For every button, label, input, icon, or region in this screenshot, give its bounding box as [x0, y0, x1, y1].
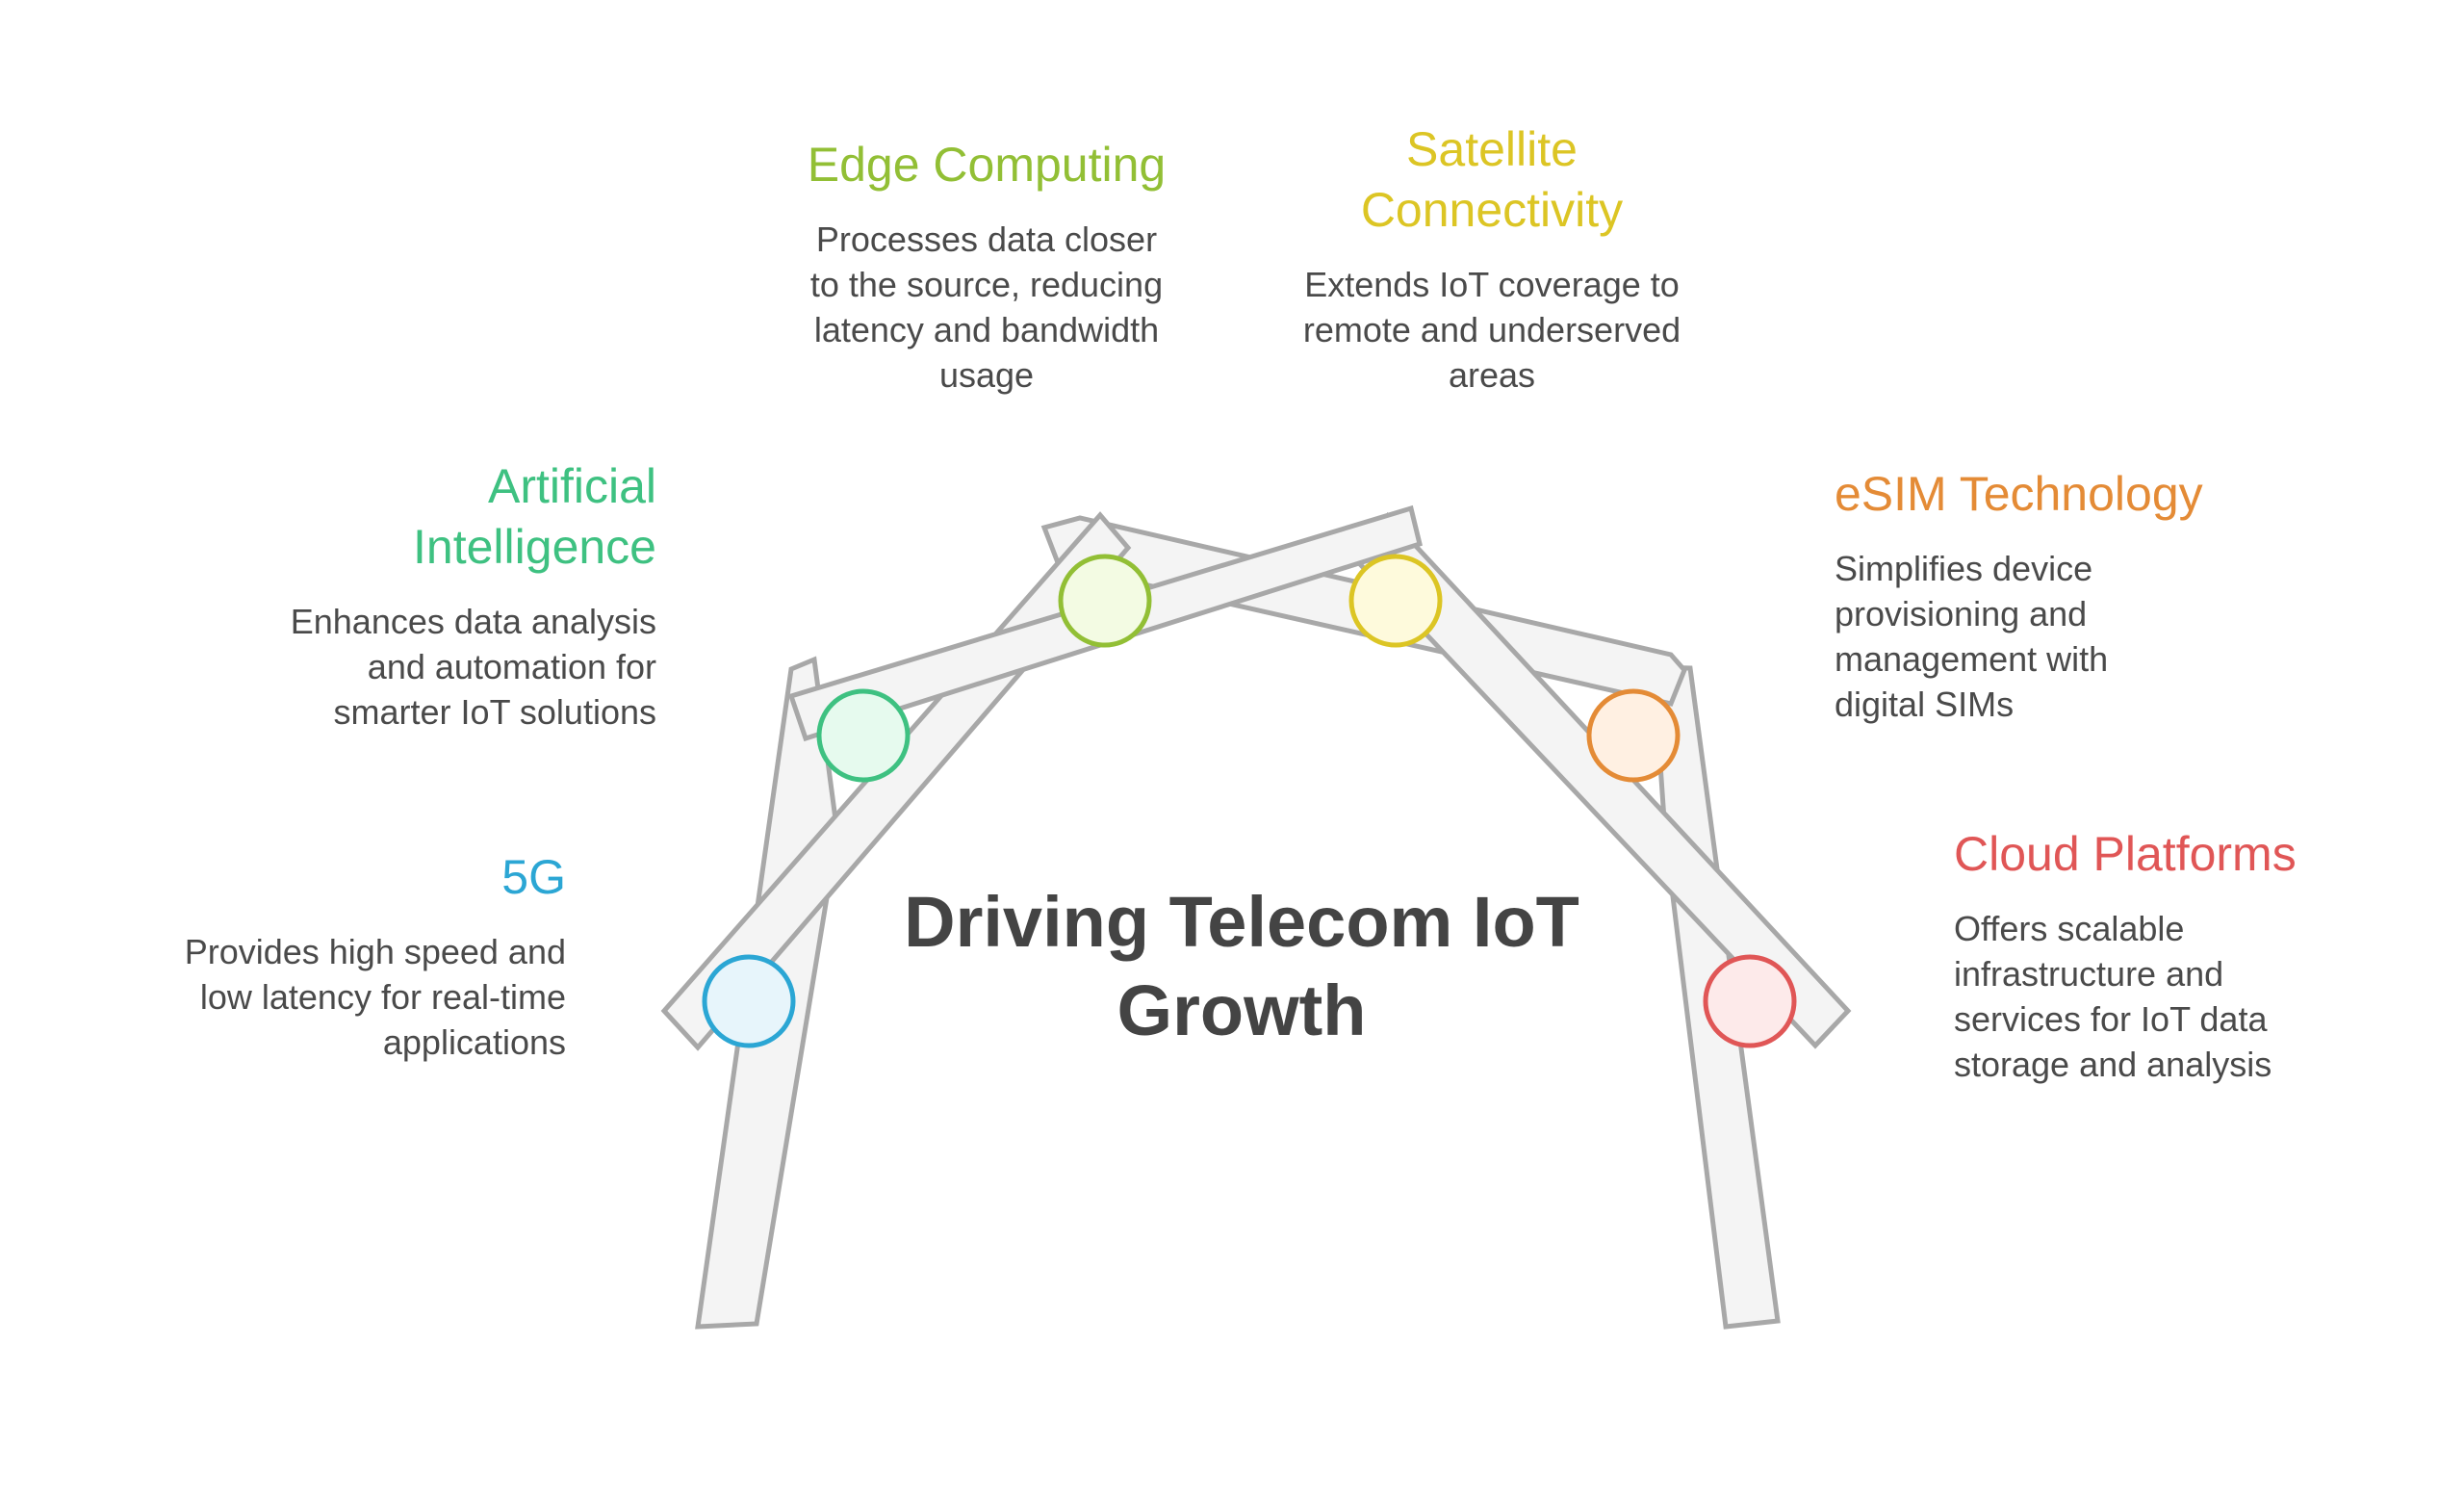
block-artificial-intelligence: Artificial Intelligence Enhances data an…: [250, 456, 656, 735]
block-esim-technology: eSIM Technology Simplifies device provis…: [1835, 464, 2258, 727]
block-edge-computing: Edge Computing Processes data closer to …: [789, 135, 1184, 398]
node-5g: [702, 954, 796, 1048]
title-5g: 5G: [501, 850, 566, 904]
desc-artificial-intelligence: Enhances data analysis and automation fo…: [290, 602, 656, 732]
node-cloud-platforms: [1703, 954, 1797, 1048]
title-esim-technology: eSIM Technology: [1835, 467, 2203, 521]
block-cloud-platforms: Cloud Platforms Offers scalable infrastr…: [1954, 824, 2358, 1087]
block-5g: 5G Provides high speed and low latency f…: [135, 847, 566, 1065]
desc-esim-technology: Simplifies device provisioning and manag…: [1835, 549, 2109, 724]
desc-satellite-connectivity: Extends IoT coverage to remote and under…: [1302, 265, 1681, 395]
node-satellite-connectivity: [1348, 554, 1443, 648]
desc-5g: Provides high speed and low latency for …: [184, 932, 566, 1062]
title-satellite-connectivity: Satellite Connectivity: [1360, 122, 1624, 237]
title-artificial-intelligence: Artificial Intelligence: [413, 459, 656, 574]
node-artificial-intelligence: [816, 688, 911, 783]
title-edge-computing: Edge Computing: [807, 138, 1167, 192]
desc-edge-computing: Processes data closer to the source, red…: [809, 220, 1164, 395]
title-cloud-platforms: Cloud Platforms: [1954, 827, 2297, 881]
desc-cloud-platforms: Offers scalable infrastructure and servi…: [1954, 909, 2272, 1084]
node-esim-technology: [1586, 688, 1681, 783]
node-edge-computing: [1058, 554, 1152, 648]
center-title: Driving Telecom IoT Growth: [904, 882, 1579, 1050]
block-satellite-connectivity: Satellite Connectivity Extends IoT cover…: [1270, 119, 1713, 398]
